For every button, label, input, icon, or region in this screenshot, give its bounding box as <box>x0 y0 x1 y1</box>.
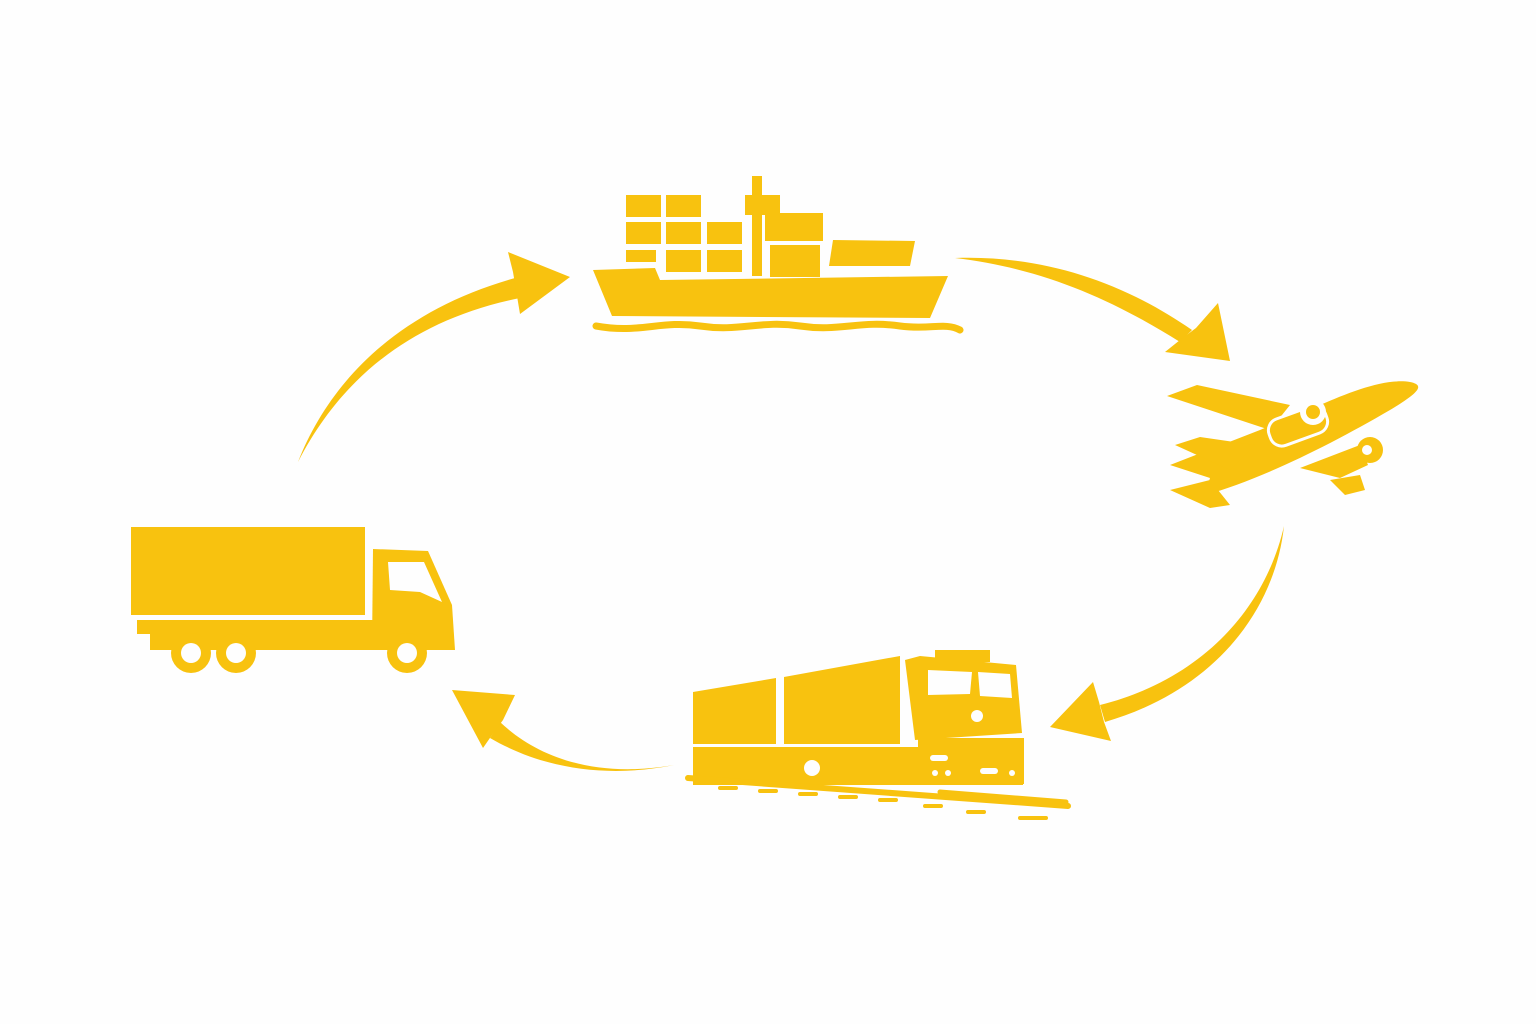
truck-icon <box>131 527 455 673</box>
arrow-train-to-truck <box>452 690 674 771</box>
arrow-plane-to-train <box>1050 526 1284 741</box>
arrow-truck-to-ship <box>298 252 570 462</box>
airplane-icon <box>1167 381 1419 508</box>
arrow-ship-to-plane <box>955 257 1230 361</box>
freight-train-icon <box>685 650 1071 820</box>
cargo-ship-icon <box>592 176 964 334</box>
